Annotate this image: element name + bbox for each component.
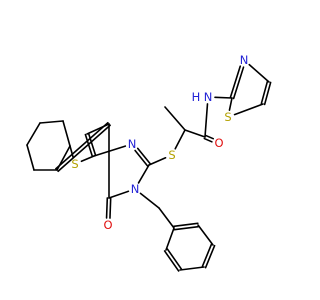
bond-c8a-c9 bbox=[84, 133, 94, 158]
bond-tc4-tn bbox=[248, 63, 270, 83]
bond-n_ring-c12 bbox=[108, 190, 130, 199]
bond-tn-tc2 bbox=[232, 66, 245, 100]
atom-label-n-pyrimidine: N bbox=[128, 137, 137, 151]
bond-c3-c3a bbox=[62, 120, 71, 147]
atom-label-s-thiazole: S bbox=[224, 110, 231, 124]
bond-ph6-ph1 bbox=[165, 227, 175, 251]
bond-c11-n_ring bbox=[137, 164, 150, 184]
bond-ph5-ph6 bbox=[163, 250, 180, 272]
atom-label-o-amide: O bbox=[214, 136, 223, 150]
bond-c4-c1 bbox=[26, 144, 35, 171]
bond-tc2-ts bbox=[228, 97, 233, 111]
bond-c10-c4a bbox=[55, 121, 109, 170]
bond-n_ring-ch2 bbox=[139, 192, 160, 209]
bond-c8a-c9 bbox=[87, 132, 97, 157]
atom-label-h-amide: H bbox=[192, 90, 201, 104]
bond-nh-tc2 bbox=[214, 96, 233, 99]
bond-tc5-tc4 bbox=[260, 80, 269, 105]
atom-label-layer: S S S N N N H N O O bbox=[71, 53, 248, 232]
bond-ca-cco bbox=[184, 129, 206, 138]
bond-ca-cme bbox=[164, 106, 186, 131]
bond-layer bbox=[26, 63, 272, 272]
bond-ph1-ph2 bbox=[173, 225, 200, 231]
bond-c3a-s1 bbox=[69, 145, 74, 159]
bond-c10-c4a bbox=[57, 124, 111, 173]
bond-c11-s2 bbox=[148, 156, 167, 166]
atom-label-n-amide: N bbox=[204, 90, 213, 104]
bond-ch2-ph1 bbox=[158, 207, 175, 229]
atom-label-s-thiophene: S bbox=[71, 157, 78, 171]
bond-cco-o2 bbox=[204, 134, 215, 140]
bond-ph4-ph5 bbox=[179, 266, 205, 271]
atom-label-o-ring: O bbox=[103, 218, 112, 232]
atom-label-s-thioether: S bbox=[168, 148, 175, 162]
bond-n_pyr-c11 bbox=[134, 149, 149, 167]
bond-tc5-tc4 bbox=[263, 81, 272, 106]
bond-c1-c2 bbox=[26, 122, 41, 146]
bond-c12-o_ring bbox=[105, 197, 109, 219]
bond-ph3-ph4 bbox=[204, 244, 216, 269]
bond-ph3-ph4 bbox=[201, 243, 213, 268]
bond-cco-o2 bbox=[203, 137, 213, 143]
bond-cco-nh bbox=[204, 103, 209, 138]
bond-s2-ca bbox=[174, 129, 186, 150]
bond-ts-tc5 bbox=[233, 103, 264, 116]
bond-c12-o_ring bbox=[109, 197, 112, 219]
bond-c2-c3 bbox=[39, 120, 64, 124]
atom-label-n-ring: N bbox=[131, 182, 140, 196]
bond-n_pyr-c11 bbox=[136, 147, 152, 165]
bond-ph1-ph2 bbox=[172, 222, 199, 228]
atom-label-n-thiazole: N bbox=[240, 53, 249, 67]
molecule-diagram: S S S N N N H N O O bbox=[26, 53, 272, 272]
bond-tn-tc2 bbox=[229, 65, 242, 99]
bond-ph5-ph6 bbox=[166, 248, 183, 270]
bond-ph2-ph3 bbox=[197, 224, 214, 246]
